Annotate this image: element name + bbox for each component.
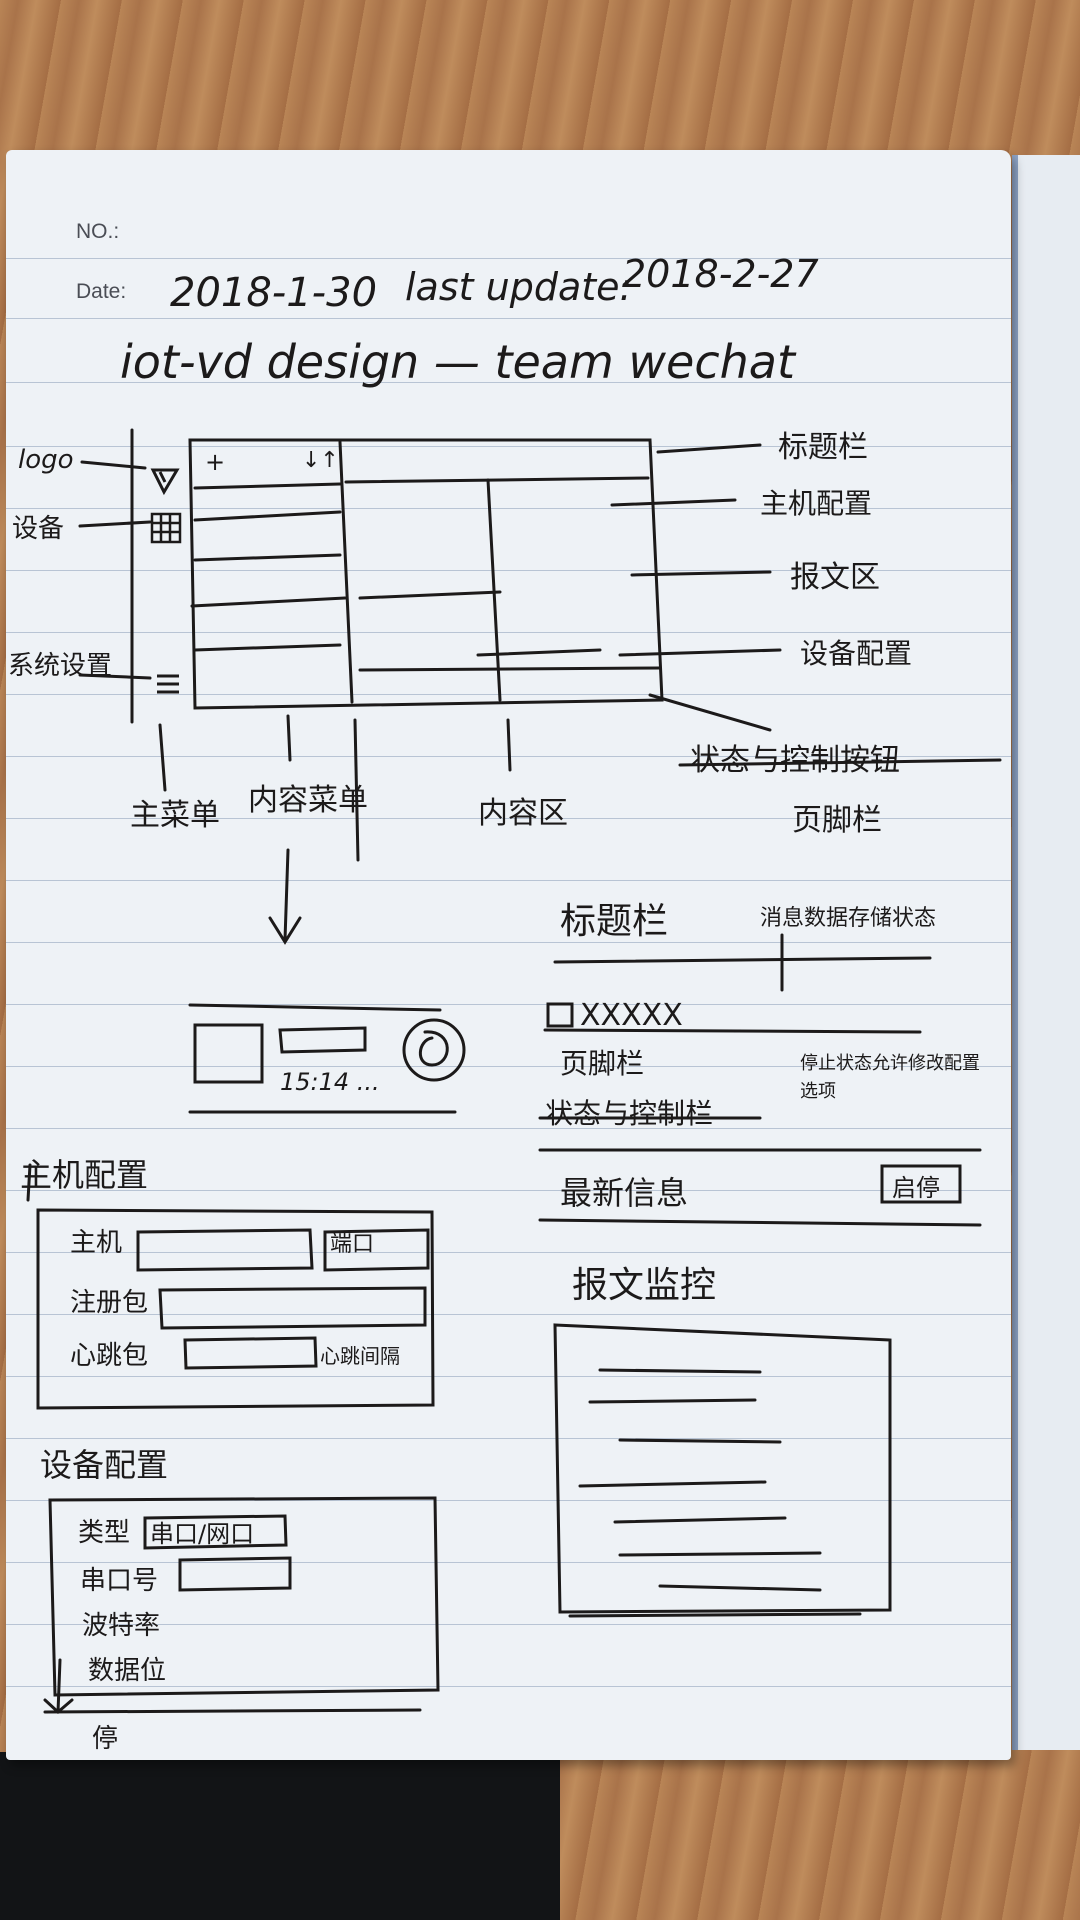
list-item-time: 15:14 ... bbox=[280, 1068, 380, 1096]
label-logo: logo bbox=[18, 445, 74, 475]
toolbar-sort: ↓↑ bbox=[302, 448, 339, 473]
label-main-menu: 主菜单 bbox=[130, 798, 220, 833]
logo-icon bbox=[150, 466, 180, 500]
last-update-label: last update: bbox=[405, 265, 633, 309]
detail-latest-info: 最新信息 bbox=[560, 1174, 689, 1212]
device-config-heading: 设备配置 bbox=[40, 1446, 169, 1484]
serial-label: 串口号 bbox=[80, 1566, 159, 1596]
last-update-value: 2018-2-27 bbox=[622, 252, 819, 296]
label-footer: 页脚栏 bbox=[792, 803, 882, 838]
toolbar-add: + bbox=[205, 448, 226, 476]
detail-title-bar: 标题栏 bbox=[560, 901, 669, 942]
start-stop-button[interactable]: 启停 bbox=[892, 1174, 940, 1202]
host-config-heading: 主机配置 bbox=[20, 1156, 149, 1194]
detail-note: 停止状态允许修改配置选项 bbox=[800, 1053, 980, 1102]
no-label: NO.: bbox=[76, 220, 120, 243]
page-title: iot-vd design — team wechat bbox=[120, 335, 795, 389]
label-settings: 系统设置 bbox=[8, 651, 113, 681]
heartbeat-label: 心跳包 bbox=[70, 1341, 149, 1371]
label-title-bar: 标题栏 bbox=[778, 430, 868, 465]
detail-message-monitor: 报文监控 bbox=[572, 1265, 717, 1306]
type-label: 类型 bbox=[78, 1518, 131, 1548]
baud-label: 波特率 bbox=[82, 1611, 161, 1641]
type-value: 串口/网口 bbox=[150, 1520, 255, 1548]
desk-shadow bbox=[0, 1752, 560, 1920]
label-message-log: 报文区 bbox=[790, 560, 880, 595]
port-label: 端口 bbox=[330, 1232, 375, 1257]
detail-save-status: 消息数据存储状态 bbox=[760, 906, 937, 931]
heartbeat-interval-label: 心跳间隔 bbox=[320, 1344, 400, 1368]
label-status-struck: 状态与控制按钮 bbox=[690, 743, 900, 778]
label-device-config: 设备配置 bbox=[800, 637, 913, 670]
detail-footer: 页脚栏 bbox=[560, 1047, 645, 1080]
stop-label: 停 bbox=[92, 1724, 119, 1754]
detail-checkbox-item: XXXXX bbox=[580, 998, 683, 1033]
notebook-page: NO.: Date: bbox=[6, 150, 1011, 1760]
date-label: Date: bbox=[76, 280, 127, 303]
host-label: 主机 bbox=[70, 1228, 123, 1258]
label-content-menu: 内容菜单 bbox=[248, 783, 368, 818]
databits-label: 数据位 bbox=[88, 1656, 167, 1686]
grid-icon bbox=[150, 512, 182, 548]
next-page-edge bbox=[1012, 155, 1080, 1750]
register-label: 注册包 bbox=[70, 1288, 149, 1318]
label-host-config: 主机配置 bbox=[760, 487, 873, 520]
hamburger-menu-icon[interactable] bbox=[155, 672, 181, 700]
detail-status-struck: 状态与控制栏 bbox=[545, 1097, 714, 1130]
label-device: 设备 bbox=[12, 514, 65, 544]
label-content-area: 内容区 bbox=[478, 796, 568, 831]
date-value: 2018-1-30 bbox=[170, 270, 378, 316]
